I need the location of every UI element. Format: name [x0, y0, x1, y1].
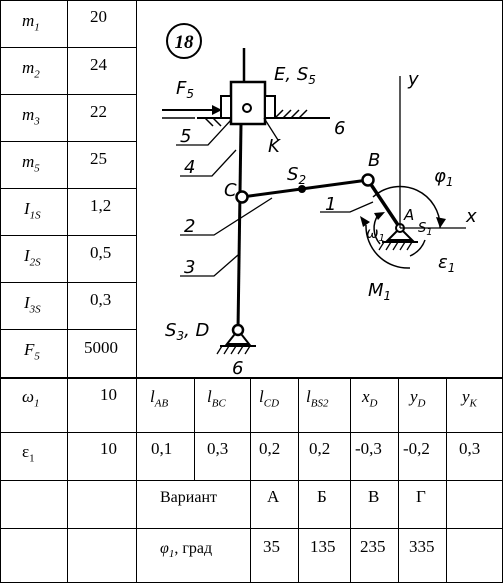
- param-symbol: F5: [24, 340, 40, 363]
- param-value: 10: [100, 385, 117, 404]
- phi-arc: [372, 185, 441, 229]
- length-value: 0,3: [459, 439, 481, 458]
- param-symbol: ε1: [22, 442, 35, 465]
- length-value: 0,1: [151, 439, 173, 458]
- param-symbol: m1: [22, 11, 40, 34]
- param-value: 1,2: [90, 196, 112, 215]
- length-header: lBS2: [306, 387, 329, 410]
- variant-letter: Г: [416, 487, 426, 506]
- phi-value: 35: [263, 537, 280, 556]
- param-value: 24: [90, 55, 107, 74]
- label-s2: S2: [287, 164, 306, 187]
- moment-arc: [365, 224, 411, 269]
- param-symbol: I3S: [24, 293, 41, 316]
- label-y: y: [407, 69, 419, 90]
- phi-value: 135: [310, 537, 336, 556]
- param-value: 25: [90, 149, 107, 168]
- variant-label: Вариант: [160, 489, 217, 506]
- param-symbol: m5: [22, 152, 40, 175]
- label-f5: F5: [176, 78, 194, 101]
- param-value: 20: [90, 7, 107, 26]
- figure-number-circle: [166, 23, 202, 59]
- param-symbol: m2: [22, 58, 40, 81]
- link-3-rod: [236, 123, 243, 331]
- point-s2: [298, 185, 306, 193]
- length-header: yD: [410, 387, 426, 410]
- label-s3-d: S3, D: [165, 320, 209, 343]
- length-value: 0,2: [259, 439, 281, 458]
- slider-block: [229, 80, 267, 126]
- variant-letter: Б: [317, 487, 327, 506]
- length-value: 0,3: [207, 439, 229, 458]
- phi-value: 235: [360, 537, 386, 556]
- variant-letter: А: [267, 487, 280, 506]
- variant-letter: В: [368, 487, 380, 506]
- length-value: 0,2: [309, 439, 331, 458]
- label-link-1: 1: [325, 194, 336, 215]
- pivot-a: [385, 226, 415, 241]
- length-header: lBC: [207, 387, 226, 410]
- label-a: A: [403, 206, 414, 224]
- length-header: yK: [462, 387, 477, 410]
- param-value: 0,3: [90, 290, 112, 309]
- pivot-d: [224, 328, 252, 345]
- figure-number: 18: [175, 32, 195, 53]
- phi-label: φ1, град: [160, 540, 213, 561]
- label-k: K: [268, 136, 281, 157]
- label-link-3: 3: [184, 257, 195, 278]
- label-link-6-bottom: 6: [232, 358, 243, 377]
- length-value: -0,2: [403, 439, 430, 458]
- label-e: E, S5: [274, 64, 316, 87]
- label-c: C: [224, 180, 237, 201]
- label-link-4: 4: [184, 157, 195, 178]
- label-x: x: [465, 206, 477, 227]
- label-eps1: ε1: [438, 252, 455, 275]
- label-phi1: φ1: [434, 166, 454, 189]
- length-header: lCD: [259, 387, 280, 410]
- label-b: B: [368, 150, 380, 171]
- label-s1: S1: [418, 221, 433, 238]
- label-m1: M1: [368, 280, 391, 303]
- mechanism-diagram: 18: [162, 23, 477, 377]
- param-value: 22: [90, 102, 107, 121]
- param-value: 0,5: [90, 243, 112, 262]
- label-link-6-top: 6: [334, 118, 345, 139]
- label-link-5: 5: [180, 126, 191, 147]
- length-value: -0,3: [355, 439, 382, 458]
- length-header: xD: [362, 387, 378, 410]
- param-symbol: ω1: [22, 387, 40, 410]
- param-symbol: I2S: [24, 246, 41, 269]
- point-e: [242, 103, 252, 113]
- link-1: [366, 179, 402, 229]
- label-omega1: ω1: [366, 224, 385, 244]
- param-value: 10: [100, 439, 117, 458]
- label-link-2: 2: [184, 216, 195, 237]
- length-header: lAB: [150, 387, 169, 410]
- param-symbol: I1S: [24, 199, 41, 222]
- joint-c: [235, 190, 249, 204]
- param-value: 5000: [84, 338, 118, 357]
- phi-value: 335: [409, 537, 435, 556]
- param-symbol: m3: [22, 105, 40, 128]
- joint-b: [361, 173, 375, 187]
